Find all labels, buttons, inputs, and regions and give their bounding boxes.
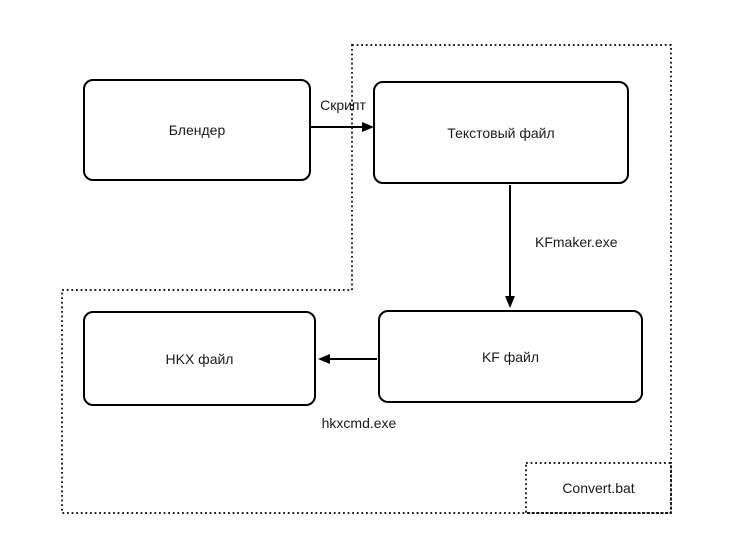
- node-hkx-file: HKX файл: [83, 311, 316, 406]
- arrow-hkxcmd: [318, 354, 377, 364]
- arrow-kfmaker: [505, 185, 515, 308]
- edge-label-kfmaker: KFmaker.exe: [535, 234, 618, 250]
- node-text-file-label: Текстовый файл: [447, 124, 555, 141]
- node-kf-file-label: KF файл: [481, 348, 540, 365]
- edge-label-hkxcmd: hkxcmd.exe: [321, 415, 397, 431]
- node-text-file: Текстовый файл: [373, 81, 629, 184]
- arrowhead-down-icon: [505, 296, 515, 308]
- node-hkx-file-label: HKX файл: [165, 350, 234, 367]
- convert-bat-label-box: Convert.bat: [526, 463, 671, 513]
- convert-bat-label: Convert.bat: [562, 480, 635, 496]
- node-blender-label: Блендер: [168, 122, 226, 138]
- arrow-script: [311, 122, 374, 132]
- arrowhead-left-icon: [318, 354, 330, 364]
- node-kf-file: KF файл: [378, 310, 643, 403]
- edge-label-script: Скрипт: [320, 97, 366, 113]
- node-blender: Блендер: [83, 79, 311, 181]
